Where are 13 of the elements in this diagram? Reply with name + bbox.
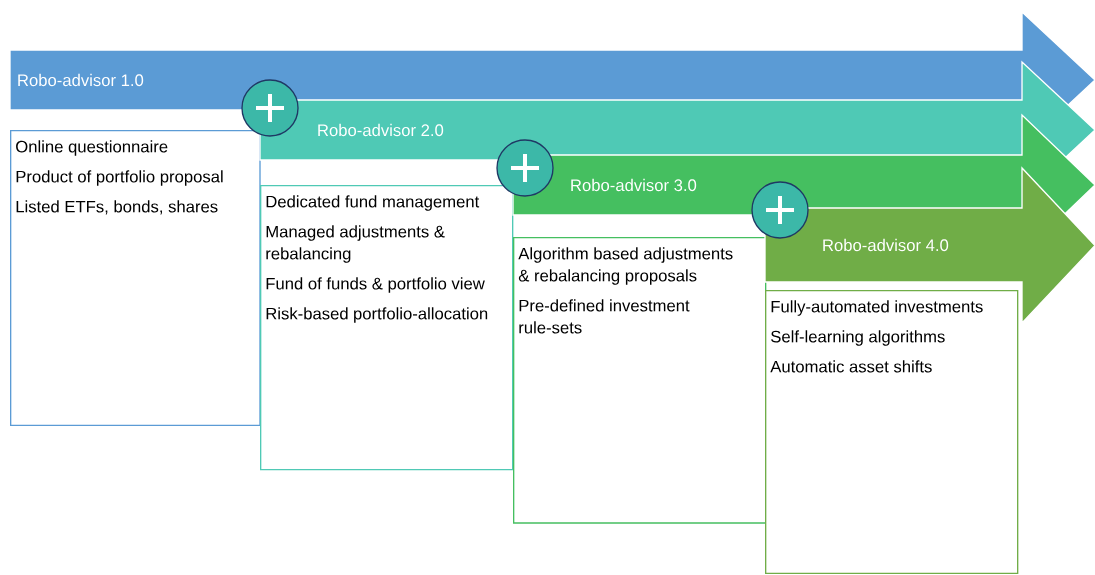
list-item: Risk-based portfolio-allocation: [266, 307, 488, 323]
list-item: Fully-automated investments: [771, 300, 983, 316]
text-box: [513, 237, 767, 524]
text-box: [10, 130, 261, 426]
list-item: Self-learning algorithms: [771, 330, 945, 346]
list-item: Fund of funds & portfolio view: [266, 277, 485, 293]
list-item: Pre-defined investment rule-sets: [519, 299, 690, 334]
list-item: Automatic asset shifts: [770, 360, 932, 373]
list-item: Managed adjustments & rebalancing: [266, 225, 445, 263]
list-item: Listed ETFs, bonds, shares: [16, 200, 218, 215]
text-box: [765, 290, 1019, 574]
text-box: [260, 185, 514, 471]
list-item: Product of portfolio proposal: [16, 170, 223, 186]
